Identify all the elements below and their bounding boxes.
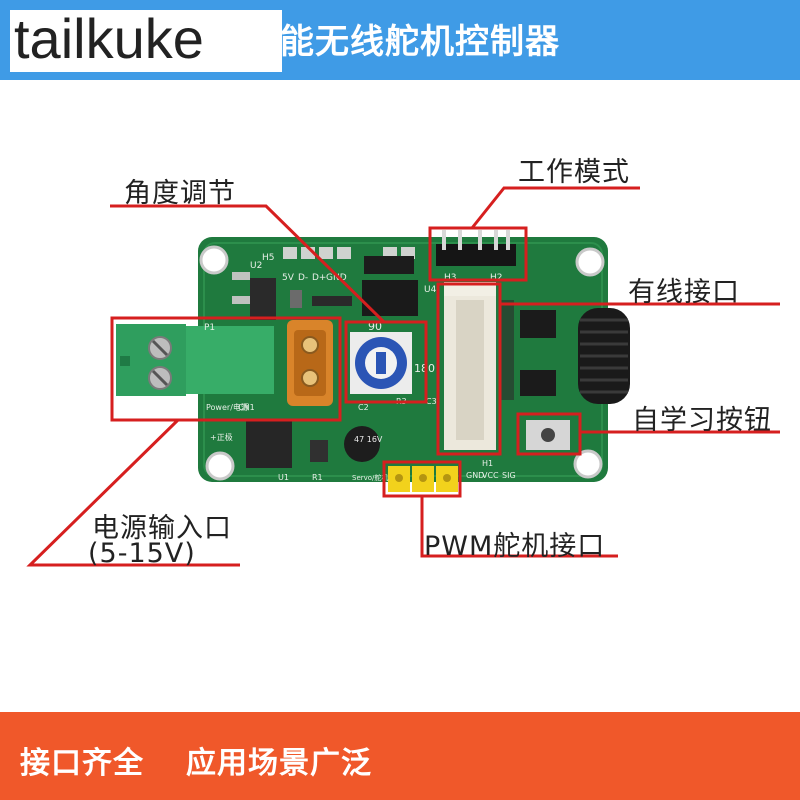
silk-u1: U1: [278, 473, 289, 482]
silk-gnd: GND: [326, 273, 347, 283]
watermark-box: [10, 10, 282, 72]
silk-p1: P1: [204, 323, 215, 333]
regulator-u1: [246, 420, 292, 468]
silk-servo: Servo/舵机: [352, 473, 388, 482]
label-wired-interface: 有线接口: [628, 277, 740, 308]
silk-h2: H2: [490, 273, 503, 283]
silk-dm: D-: [298, 273, 308, 283]
footer-right-text: 应用场景广泛: [186, 746, 372, 781]
wired-connector-white: [444, 282, 496, 450]
controller-board-photo: 5V D- D+ GND H5 U2 H3 H2 U4 P1 CN1: [26, 186, 780, 567]
bottom-banner: [0, 712, 800, 800]
potentiometer: [350, 332, 412, 394]
silk-dp: D+: [312, 273, 326, 283]
silk-pos: +正极: [210, 432, 233, 442]
regulator-u2: [250, 278, 276, 320]
silk-r1: R1: [312, 473, 323, 482]
label-power-input: 电源输入口: [92, 513, 232, 544]
screw-terminal: [116, 324, 274, 396]
product-title: 能无线舵机控制器: [280, 22, 560, 62]
annotation-boxes: [110, 226, 582, 498]
line-mode: [470, 186, 640, 229]
annotation-lines: [26, 186, 780, 567]
learn-button-switch: [526, 420, 570, 450]
footer-left-text: 接口齐全: [20, 746, 144, 781]
silk-h3: H3: [444, 273, 457, 283]
silk-sig: SIG: [502, 471, 516, 480]
label-power-range: (5-15V): [88, 538, 196, 569]
box-power: [110, 316, 342, 422]
silk-vcc: VCC: [482, 471, 499, 480]
silk-cap: 47 16V: [354, 435, 383, 444]
chip-usb: [364, 256, 414, 274]
line-pwm: [420, 496, 618, 558]
box-learn: [516, 412, 582, 456]
watermark-text: tailkuke: [14, 7, 204, 70]
electrolytic-capacitor: 47 16V: [344, 426, 383, 462]
box-wired: [436, 282, 502, 456]
label-work-mode: 工作模式: [518, 157, 630, 188]
box-mode: [428, 226, 528, 282]
silk-c3: C3: [426, 397, 437, 406]
label-angle-adjust: 角度调节: [124, 178, 236, 209]
silk-h5: H5: [262, 253, 275, 263]
line-angle: [110, 204, 386, 324]
label-pwm-interface: PWM舵机接口: [424, 531, 606, 562]
mounting-holes: [199, 245, 605, 481]
silk-u2: U2: [250, 261, 262, 271]
xt30-connector: [287, 320, 333, 406]
label-learn-button: 自学习按钮: [632, 405, 772, 436]
silk-u4: U4: [424, 285, 437, 295]
silk-c2: C2: [358, 403, 369, 412]
silk-power: Power/电源: [206, 402, 249, 412]
antenna-coil: [578, 308, 630, 404]
line-power: [26, 418, 240, 567]
mode-header-pins: [436, 230, 516, 266]
silk-gnd2: GND: [466, 471, 484, 480]
silk-cn1: CN1: [238, 403, 255, 412]
silk-5v: 5V: [282, 273, 295, 283]
servo-header-yellow: [388, 466, 458, 492]
silk-h1: H1: [482, 459, 493, 468]
box-angle: [344, 320, 428, 404]
